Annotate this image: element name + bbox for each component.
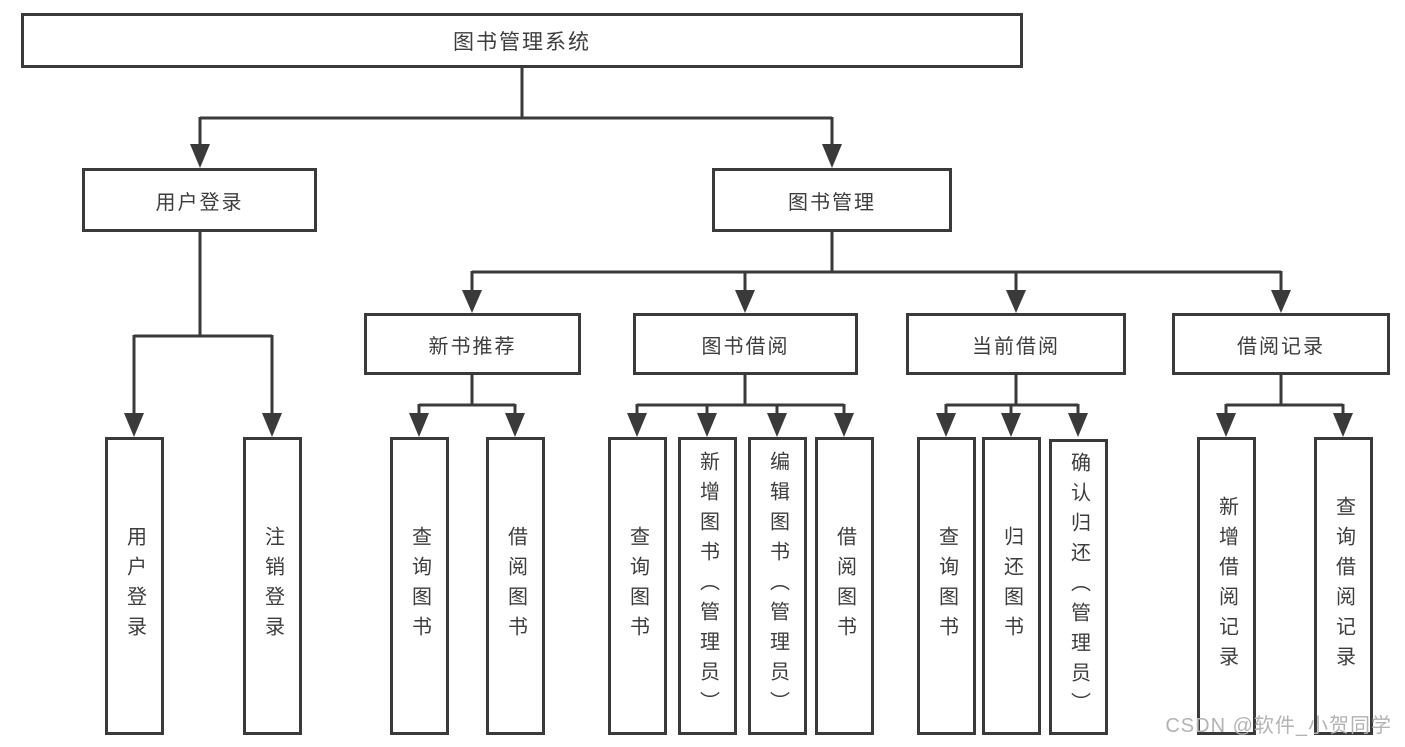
arrowhead: [627, 413, 647, 437]
leaf-label: 编辑图书（管理员）: [766, 451, 789, 721]
leaf-label: 借阅图书: [833, 526, 856, 646]
node-bb-query-book: 查询图书: [608, 437, 667, 735]
arrowhead: [697, 413, 717, 437]
arrowhead: [262, 413, 282, 437]
leaf-label: 确认归还（管理员）: [1067, 452, 1090, 722]
node-nb-borrow-book: 借阅图书: [486, 437, 545, 735]
arrowhead: [1006, 290, 1026, 313]
node-bb-add-book: 新增图书（管理员）: [678, 437, 737, 735]
node-cb-return-book: 归还图书: [982, 437, 1041, 735]
arrowhead: [767, 413, 787, 437]
node-book-management: 图书管理: [712, 168, 952, 232]
node-leaf-logout: 注销登录: [243, 437, 302, 735]
arrowhead: [1333, 413, 1353, 437]
node-cb-confirm-return: 确认归还（管理员）: [1049, 439, 1108, 735]
leaf-label: 新增图书（管理员）: [696, 451, 719, 721]
node-user-login: 用户登录: [82, 168, 317, 232]
node-bb-borrow-book: 借阅图书: [815, 437, 874, 735]
node-bb-edit-book: 编辑图书（管理员）: [748, 437, 807, 735]
arrowhead: [936, 413, 956, 437]
node-book-borrow: 图书借阅: [633, 313, 858, 375]
arrowhead: [1271, 290, 1291, 313]
node-br-query-record: 查询借阅记录: [1314, 437, 1373, 735]
arrowhead: [190, 144, 210, 168]
node-root: 图书管理系统: [21, 13, 1023, 68]
arrowhead: [834, 413, 854, 437]
arrowhead: [505, 413, 525, 437]
arrowhead: [1216, 413, 1236, 437]
node-cb-query-book: 查询图书: [917, 437, 976, 735]
leaf-label: 查询图书: [408, 526, 431, 646]
node-br-add-record: 新增借阅记录: [1197, 437, 1256, 735]
leaf-label: 用户登录: [123, 526, 146, 646]
leaf-label: 归还图书: [1000, 526, 1023, 646]
node-leaf-user-login: 用户登录: [105, 437, 164, 735]
leaf-label: 注销登录: [261, 526, 284, 646]
arrowhead: [409, 413, 429, 437]
node-new-book-recommend: 新书推荐: [364, 313, 581, 375]
leaf-label: 新增借阅记录: [1215, 496, 1238, 676]
node-borrow-record: 借阅记录: [1172, 313, 1390, 375]
node-nb-query-book: 查询图书: [390, 437, 449, 735]
arrowhead: [735, 290, 755, 313]
arrowhead: [462, 290, 482, 313]
arrowhead: [1068, 413, 1088, 437]
arrowhead: [124, 413, 144, 437]
node-current-borrow: 当前借阅: [906, 313, 1126, 375]
leaf-label: 查询图书: [626, 526, 649, 646]
leaf-label: 借阅图书: [504, 526, 527, 646]
leaf-label: 查询图书: [935, 526, 958, 646]
leaf-label: 查询借阅记录: [1332, 496, 1355, 676]
arrowhead: [822, 144, 842, 168]
arrowhead: [1001, 413, 1021, 437]
